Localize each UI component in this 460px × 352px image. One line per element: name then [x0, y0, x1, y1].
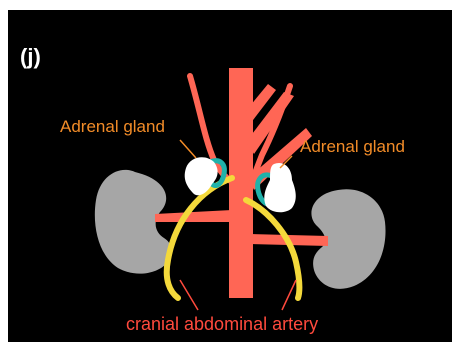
- adrenal-gland-label-left: Adrenal gland: [60, 117, 165, 136]
- adrenal-gland-label-right: Adrenal gland: [300, 137, 405, 156]
- panel-label: (j): [20, 44, 41, 69]
- cranial-abdominal-artery-label: cranial abdominal artery: [126, 314, 318, 334]
